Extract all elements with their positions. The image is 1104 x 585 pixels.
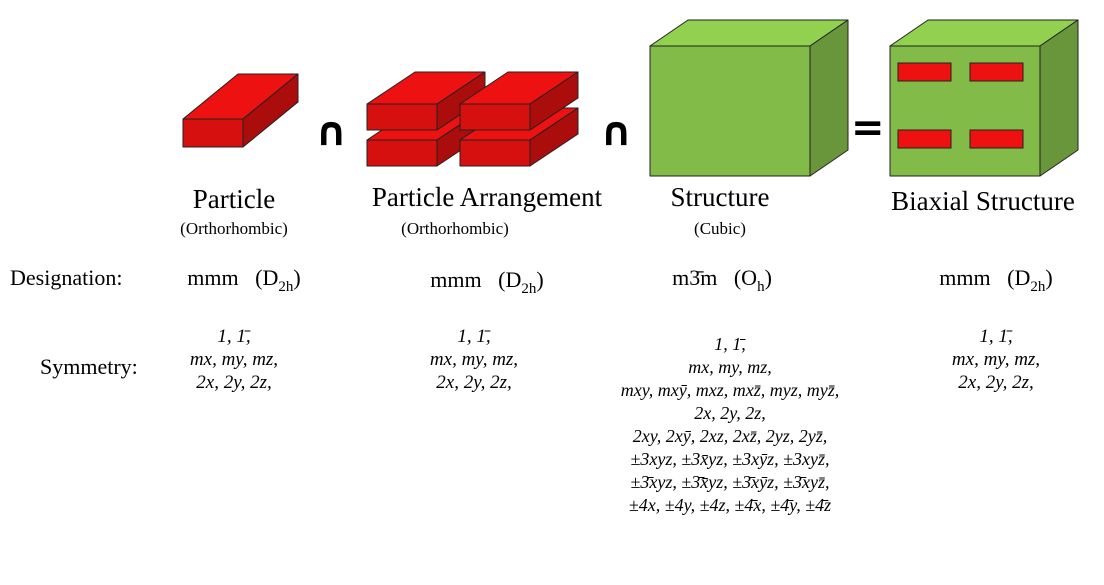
symmetry-line: 2x, 2y, 2z, <box>436 372 512 393</box>
column-title-structure: Structure <box>670 182 770 212</box>
column-title-particle-arrangement: Particle Arrangement <box>371 182 603 212</box>
designation-symbol: m3̄m <box>672 265 718 290</box>
particle-block <box>182 73 299 148</box>
designation-schoenflies: O <box>741 265 758 290</box>
designation-schoenflies: D <box>262 265 279 290</box>
symmetry-list-biaxial-structure: 1, 1̄, mx, my, mz, 2x, 2y, 2z, <box>952 325 1040 394</box>
symmetry-line: mx, my, mz, <box>189 349 279 370</box>
structure-cube-shape <box>649 19 849 177</box>
particle-front-face <box>182 118 244 148</box>
cube-front-face <box>649 45 811 177</box>
structure-cube <box>649 19 849 177</box>
symmetry-line: mx, my, mz, <box>951 349 1041 370</box>
biaxial-cube-side-face <box>1039 19 1079 177</box>
particle-arrangement-shape <box>366 71 579 167</box>
symmetry-line: ±4x, ±4y, ±4z, ±4̄x, ±4̄y, ±4̄z <box>628 495 832 515</box>
symmetry-line: 2x, 2y, 2z, <box>196 372 272 393</box>
slab-top-left-front-face <box>366 103 438 131</box>
symmetry-row-label: Symmetry: <box>40 354 138 379</box>
slab-bottom-left-front-face <box>366 139 438 167</box>
designation-symbol: mmm <box>187 265 239 290</box>
biaxial-structure-shape <box>889 19 1079 177</box>
symmetry-line: 1, 1̄, <box>217 326 251 347</box>
symmetry-line: mx, my, mz, <box>429 349 519 370</box>
intersection-operator-2: ∩ <box>600 109 633 155</box>
particle-bottom-right <box>969 129 1024 149</box>
designation-symbol: mmm <box>939 265 991 290</box>
symmetry-line: 1, 1̄, <box>714 334 746 354</box>
symmetry-line: 1, 1̄, <box>457 326 491 347</box>
symmetry-list-structure: 1, 1̄, mx, my, mz, mxy, mxȳ, mxz, mxz̄, … <box>621 333 839 517</box>
symmetry-line: 2x, 2y, 2z, <box>694 403 766 423</box>
symmetry-list-particle: 1, 1̄, mx, my, mz, 2x, 2y, 2z, <box>190 325 278 394</box>
particle-arrangement-blocks <box>366 71 579 167</box>
symmetry-line: 2x, 2y, 2z, <box>958 372 1034 393</box>
symmetry-line: ±3̄xyz, ±3̄x̄yz, ±3̄xȳz, ±3̄xyz̄, <box>630 472 830 492</box>
equals-operator: = <box>851 105 885 151</box>
designation-schoenflies: D <box>1014 265 1031 290</box>
slab-bottom-right-front-face <box>459 139 531 167</box>
particle-top-left <box>897 62 952 82</box>
designation-structure: m3̄m (Oh) <box>672 265 772 295</box>
designation-particle: mmm (D2h) <box>187 265 301 295</box>
designation-schoenflies: D <box>505 267 522 292</box>
designation-schoenflies-sub: h <box>757 279 765 295</box>
column-subtitle-particle: (Orthorhombic) <box>180 219 288 238</box>
designation-row-label: Designation: <box>10 265 123 290</box>
symmetry-line: ±3xyz, ±3x̄yz, ±3xȳz, ±3xyz̄, <box>630 449 830 469</box>
designation-symbol: mmm <box>430 267 482 292</box>
symmetry-line: mxy, mxȳ, mxz, mxz̄, myz, myz̄, <box>620 380 840 400</box>
column-subtitle-particle-arrangement: (Orthorhombic) <box>401 219 509 238</box>
designation-schoenflies-sub: 2h <box>278 279 294 295</box>
particle-bottom-left <box>897 129 952 149</box>
symmetry-line: 1, 1̄, <box>979 326 1013 347</box>
designation-particle-arrangement: mmm (D2h) <box>430 267 544 297</box>
column-subtitle-structure: (Cubic) <box>694 219 746 238</box>
designation-schoenflies-sub: 2h <box>521 281 537 297</box>
intersection-operator-1: ∩ <box>315 109 348 155</box>
slab-top-right-front-face <box>459 103 531 131</box>
symmetry-line: mx, my, mz, <box>688 357 772 377</box>
column-title-particle: Particle <box>192 184 276 214</box>
symmetry-line: 2xy, 2xȳ, 2xz, 2xz̄, 2yz, 2yz̄, <box>632 426 828 446</box>
biaxial-cube <box>889 19 1079 177</box>
particle-top-right <box>969 62 1024 82</box>
designation-biaxial-structure: mmm (D2h) <box>939 265 1053 295</box>
column-title-biaxial-structure: Biaxial Structure <box>891 186 1075 216</box>
particle-shape <box>182 73 299 148</box>
symmetry-list-particle-arrangement: 1, 1̄, mx, my, mz, 2x, 2y, 2z, <box>430 325 518 394</box>
designation-schoenflies-sub: 2h <box>1030 279 1046 295</box>
